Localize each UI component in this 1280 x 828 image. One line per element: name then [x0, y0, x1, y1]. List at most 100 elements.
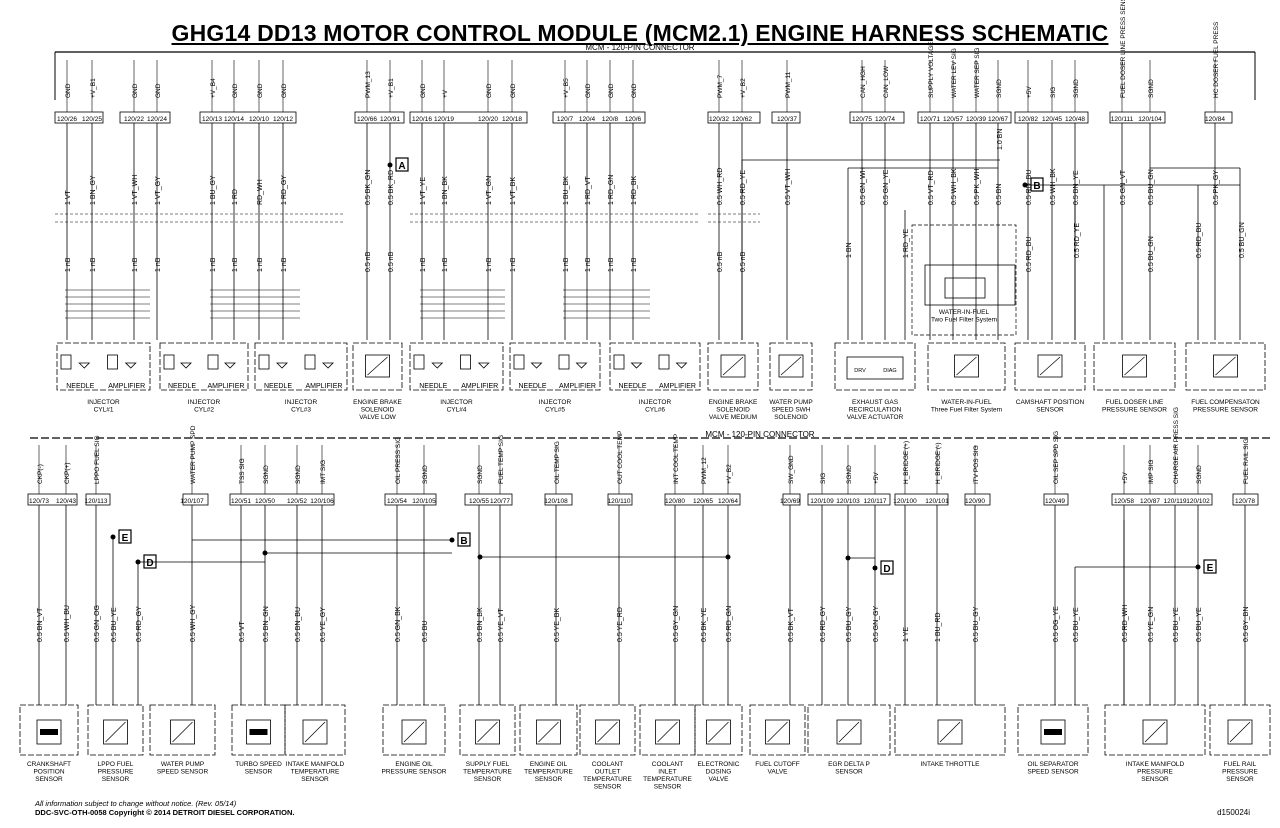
component-box	[1185, 342, 1266, 391]
wire-color-label: 0.5 BN_VT	[37, 607, 44, 642]
component-part-label: NEEDLE	[518, 383, 546, 390]
pin-group	[707, 111, 761, 124]
component-box	[87, 704, 144, 756]
pin-group	[464, 493, 513, 506]
solenoid-coil	[513, 354, 525, 370]
splice-label: B	[460, 536, 467, 547]
wire-color-label: 1 BU_GY	[210, 175, 217, 205]
component-part-label: NEEDLE	[66, 383, 94, 390]
splice-dot	[262, 550, 268, 556]
component-part-label: AMPLIFIER	[461, 383, 498, 390]
splice-box-d-bottom	[880, 560, 894, 575]
pin-group	[409, 111, 528, 124]
pin-group	[354, 111, 405, 124]
valve-symbol	[675, 362, 688, 369]
pin-signal-label: GND	[65, 83, 72, 98]
wire-color-label: 0.5 BU	[422, 621, 429, 642]
pin-signal-label: +V	[442, 89, 449, 98]
wire-color-label: 1 RD_BK	[631, 175, 638, 205]
wire-color-label: 1 VT_GY	[155, 176, 162, 205]
valve-symbol	[575, 362, 588, 369]
splice-dot	[387, 162, 393, 168]
pin-number: 120/20	[478, 116, 498, 123]
pin-signal-label: +5V	[1026, 86, 1033, 98]
wire-color-label: 1 VT	[65, 189, 72, 205]
sensor-body	[1037, 354, 1063, 378]
pin-number: 120/67	[988, 116, 1008, 123]
pin-group	[607, 493, 633, 506]
sensor-body	[246, 719, 271, 745]
pin-group	[552, 111, 646, 124]
connector-label-top: MCM - 120-PIN CONNECTOR	[585, 43, 694, 52]
wire-color-label: 0.5 RD_BU	[1196, 223, 1203, 258]
pin-number: 120/105	[412, 498, 436, 505]
wire-color-label: 0.5 BU_YE	[111, 607, 118, 642]
pin-number: 120/73	[29, 498, 49, 505]
pin-group	[544, 493, 573, 506]
wire-color-label: 0.5 WH_BK	[1050, 168, 1057, 205]
sensor-body	[1040, 719, 1066, 745]
solenoid-coil	[207, 354, 219, 370]
component-box	[927, 342, 1006, 391]
component-box	[509, 342, 601, 391]
pin-signal-label: SGND	[1196, 465, 1203, 484]
valve-symbol	[530, 362, 543, 369]
pin-group	[894, 493, 949, 506]
splice-label: D	[883, 564, 890, 575]
pin-number: 120/117	[863, 498, 886, 505]
wire-color-label: 0.5 BN	[996, 184, 1003, 205]
pin-number: 120/24	[147, 116, 167, 123]
component-box	[694, 704, 743, 756]
pin-signal-label: GND	[257, 83, 264, 98]
pin-number: 120/7	[557, 116, 574, 123]
component-box	[769, 342, 813, 391]
sensor-diagonal	[939, 721, 961, 743]
splice-dot	[725, 554, 731, 560]
sensor-body	[954, 354, 979, 378]
pin-signal-label: SGND	[996, 79, 1003, 98]
wire-color-label: 0.5 GY_BN	[1243, 607, 1250, 642]
wire-color-label: 0.5 RD_WH	[1122, 605, 1129, 642]
wire-color-label: 0.5 YE_VT	[498, 608, 505, 642]
pin-group	[1014, 111, 1089, 124]
component-part-label: NEEDLE	[168, 383, 196, 390]
valve-symbol	[78, 362, 91, 369]
pin-number: 120/10	[249, 116, 269, 123]
component-box	[1093, 342, 1176, 391]
pin-group	[199, 111, 297, 124]
component-part-label: DIAG	[883, 368, 896, 374]
sensor-diagonal	[767, 721, 788, 743]
wire-color-label: 0.5 RD_YE	[1074, 223, 1081, 258]
sensor-body	[1122, 354, 1147, 378]
sensor-body	[720, 354, 746, 378]
sensor-body	[475, 719, 500, 745]
wire-color-label: 0.5 GN_VT	[1120, 169, 1127, 205]
component-box	[352, 342, 403, 391]
splice-box-b	[1030, 177, 1044, 192]
pin-number: 120/49	[1045, 498, 1065, 505]
pin-number: 120/58	[1114, 498, 1134, 505]
pin-signal-label: PWM_12	[701, 457, 708, 484]
component-part-label: AMPLIFIER	[659, 383, 696, 390]
component-box	[749, 704, 806, 756]
sensor-diagonal	[956, 356, 977, 376]
pin-number: 120/66	[357, 116, 377, 123]
component-box	[1017, 704, 1089, 756]
component-box	[834, 342, 916, 391]
solenoid-coil	[413, 354, 425, 370]
sensor-diagonal	[1215, 356, 1236, 376]
wire-color-label: 1 BU_RD	[935, 612, 942, 642]
wire-color-label: 0.5 VT_RD	[928, 170, 935, 205]
pin-number: 120/106	[310, 498, 334, 505]
pin-signal-label: WATER PUMP SPD	[190, 425, 197, 484]
component-box	[19, 704, 79, 756]
